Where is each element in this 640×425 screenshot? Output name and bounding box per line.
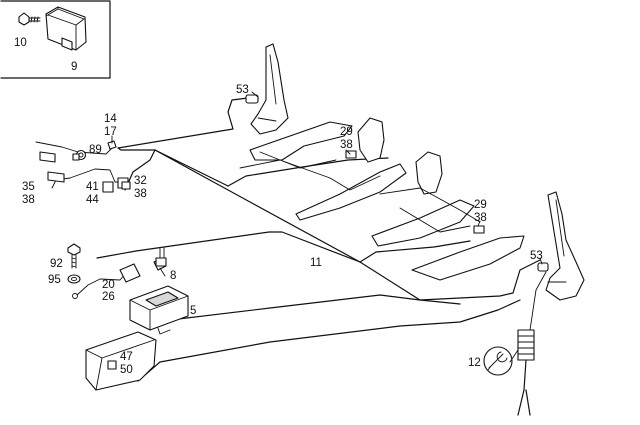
belt-tensioner-left: [245, 43, 289, 135]
screw-icon: [18, 12, 41, 26]
connector-cluster: [35, 140, 129, 193]
callout-50: 50: [120, 364, 133, 376]
callout-53a: 53: [236, 84, 249, 96]
control-unit-icon: [45, 6, 87, 51]
sensor-12: [483, 329, 535, 416]
callout-38d: 38: [474, 212, 487, 224]
callout-10: 10: [14, 37, 27, 49]
callout-32: 32: [134, 175, 147, 187]
callout-41: 41: [86, 181, 99, 193]
bolt-icon: [67, 243, 81, 284]
callout-5: 5: [190, 305, 196, 317]
callout-9: 9: [71, 61, 77, 73]
callout-89: 89: [89, 144, 102, 156]
callout-44: 44: [86, 194, 99, 206]
connector-tabs: [121, 181, 131, 190]
seat-frame-right: [371, 151, 525, 281]
callout-11: 11: [310, 257, 322, 269]
callout-29a: 29: [340, 126, 353, 138]
belt-tensioner-right: [537, 191, 585, 301]
callout-95: 95: [48, 274, 61, 286]
control-module-5: [129, 285, 189, 335]
callout-38b: 38: [134, 188, 147, 200]
leader-lines: [111, 91, 543, 363]
housing-47-50: [85, 331, 157, 391]
callout-35: 35: [22, 181, 35, 193]
ground-cable: [72, 247, 167, 299]
inset-box: [0, 0, 111, 79]
callout-labels: 10 9 53 14 17 89 35 38 41 44 32 38 29 38…: [14, 37, 543, 376]
callout-26: 26: [102, 291, 115, 303]
callout-8: 8: [170, 270, 176, 282]
callout-53b: 53: [530, 250, 543, 262]
callout-29b: 29: [474, 199, 487, 211]
callout-38a: 38: [22, 194, 35, 206]
callout-20: 20: [102, 279, 115, 291]
callout-17: 17: [104, 126, 117, 138]
seat-frame-left: [239, 117, 407, 221]
callout-14: 14: [104, 113, 117, 125]
callout-38c: 38: [340, 139, 353, 151]
callout-12: 12: [468, 357, 481, 369]
callout-92: 92: [50, 258, 63, 270]
callout-47: 47: [120, 351, 133, 363]
